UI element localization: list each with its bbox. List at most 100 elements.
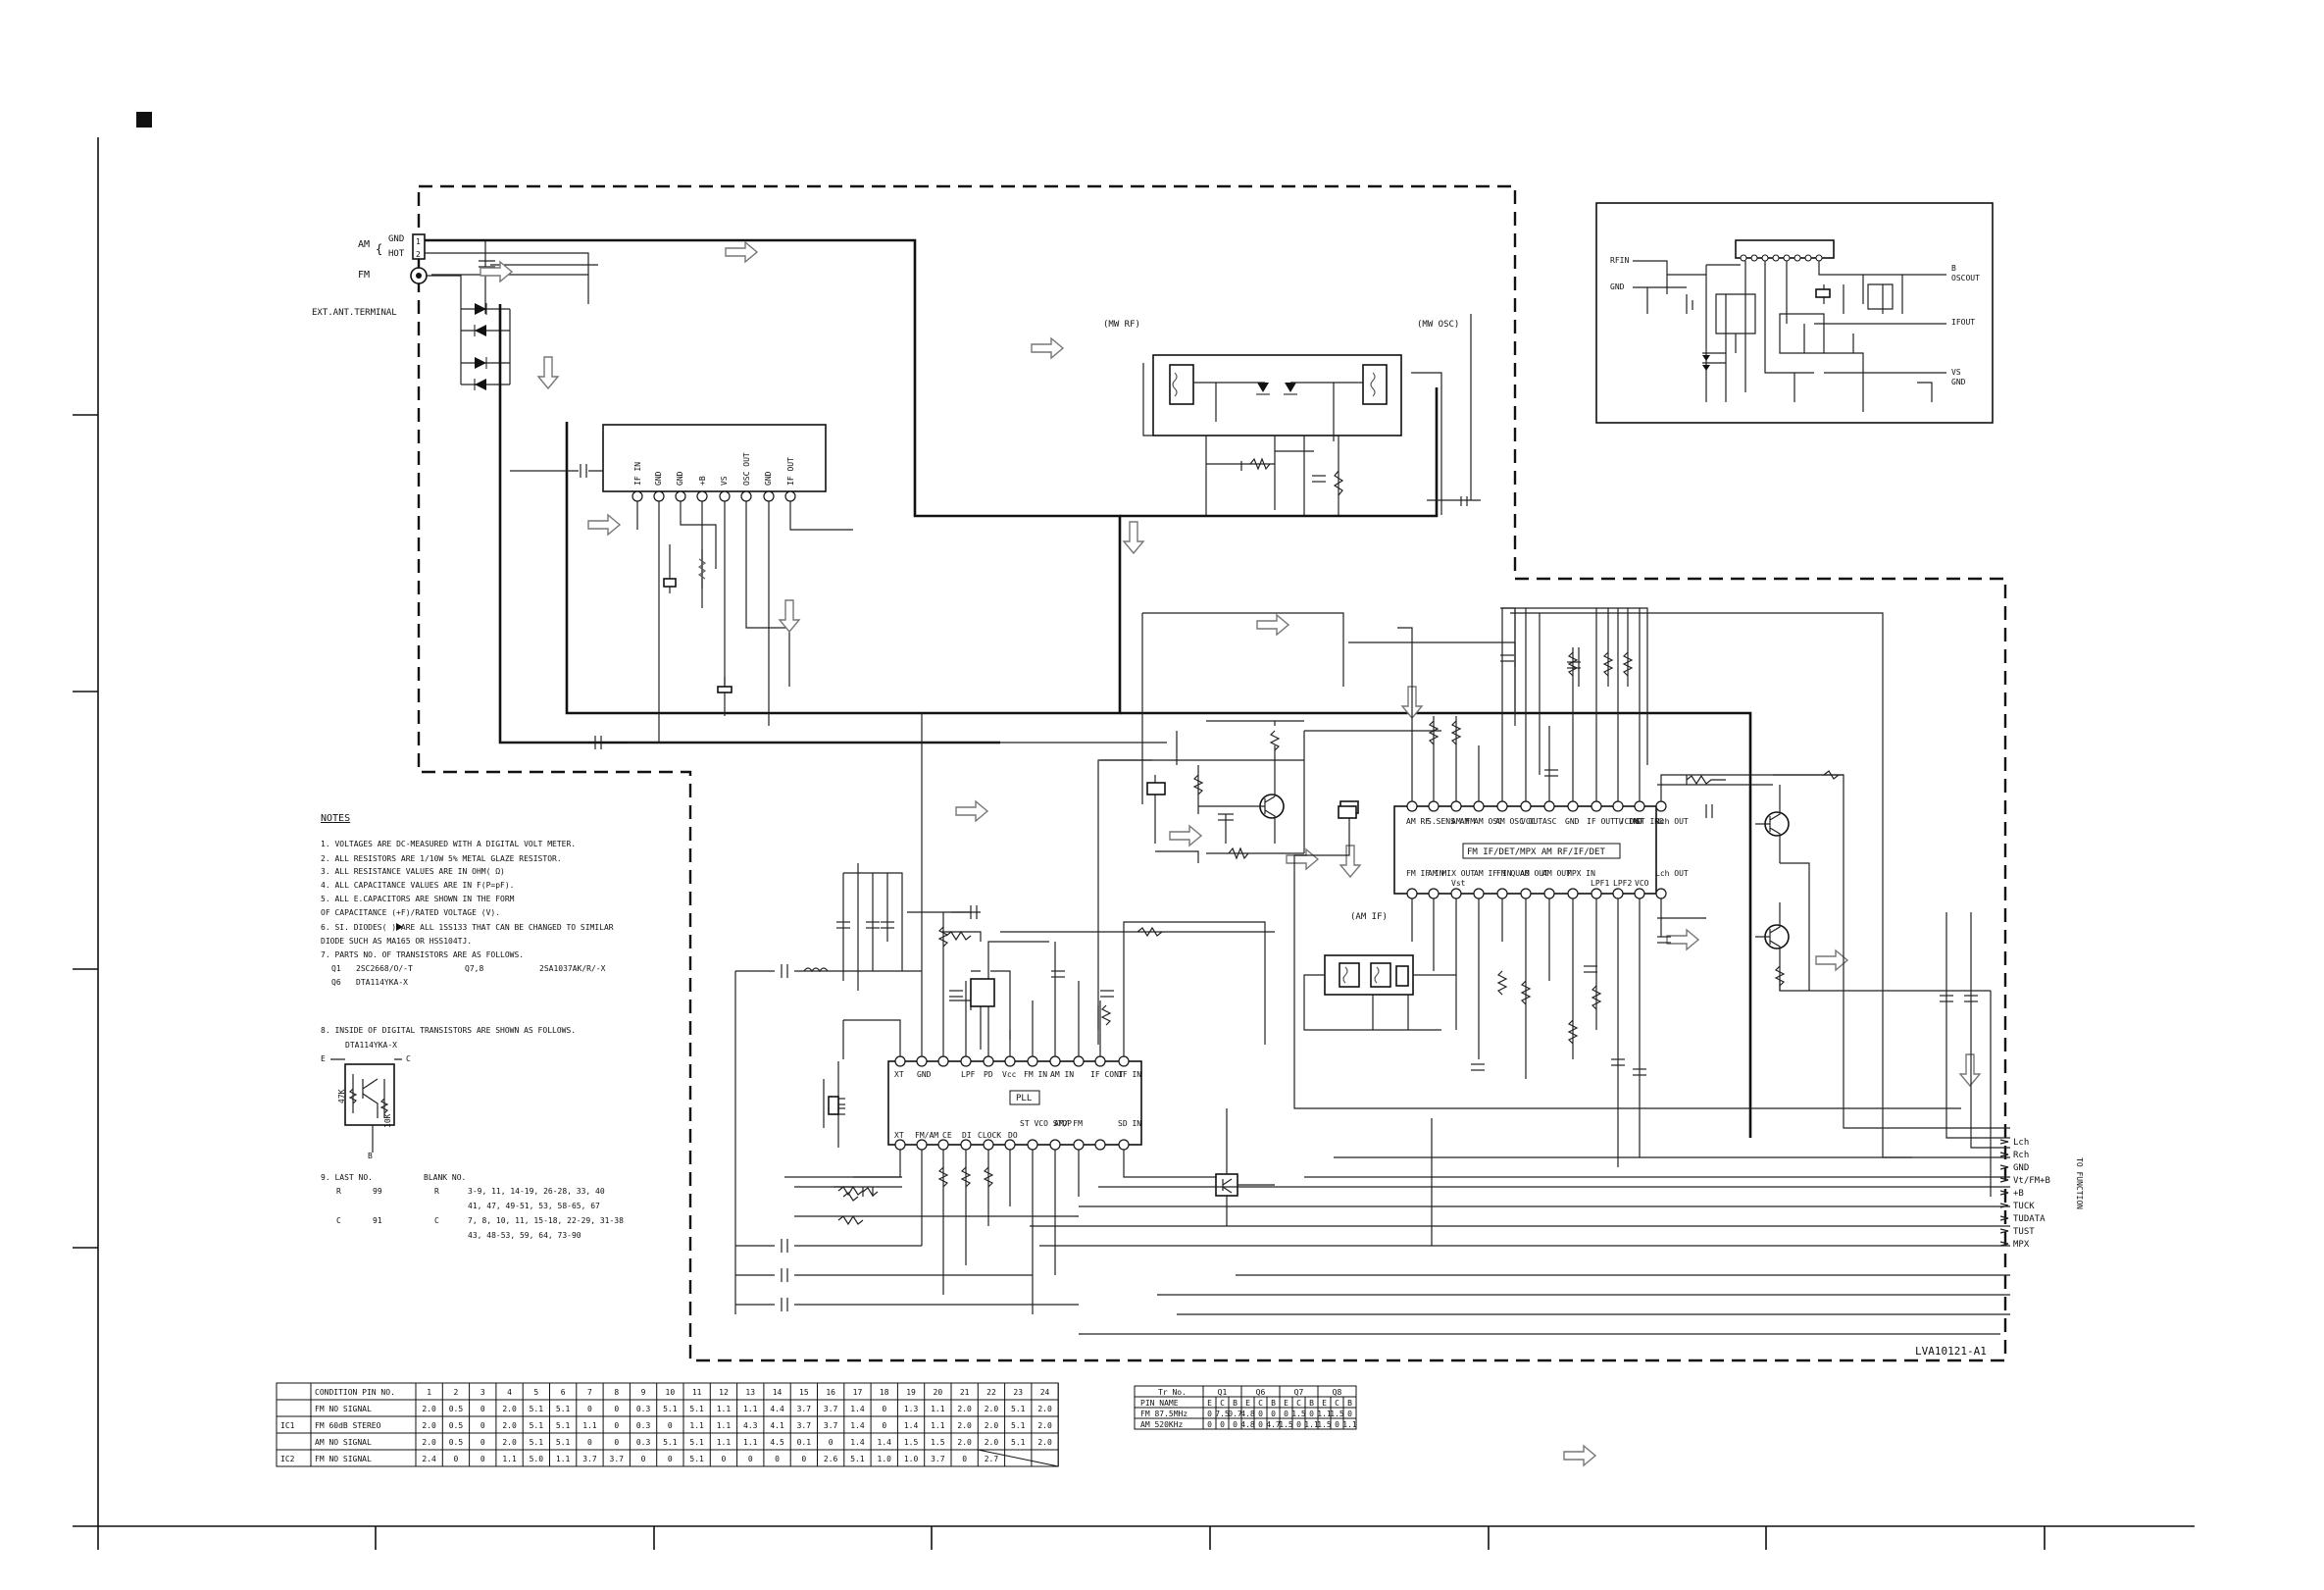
transistor-table-cell: 7.5 xyxy=(1215,1410,1230,1418)
svg-text:41, 47, 49-51, 53, 58-65, 67: 41, 47, 49-51, 53, 58-65, 67 xyxy=(468,1202,600,1210)
fm-label: FM xyxy=(358,270,370,281)
voltage-table-header-cell: 12 xyxy=(719,1388,729,1397)
voltage-table-cell: 1.3 xyxy=(904,1405,919,1413)
transistor-table-cell: 0 xyxy=(1284,1410,1288,1418)
inset-diagram: RFIN GND B OSCOUT IFOUT VS GND xyxy=(1595,202,1994,424)
svg-text:C: C xyxy=(406,1054,411,1063)
transistor-table-pin: C xyxy=(1296,1399,1301,1408)
frame-ticks xyxy=(73,414,2046,1550)
voltage-table-cell: 1.1 xyxy=(743,1438,758,1447)
svg-text:MPX IN: MPX IN xyxy=(1567,869,1595,878)
transistor-table-pin: E xyxy=(1245,1399,1250,1408)
svg-text:6. SI. DIODES( ) ARE ALL 1SS1: 6. SI. DIODES( ) ARE ALL 1SS133 THAT CAN… xyxy=(321,923,614,932)
transistor-table-pin: E xyxy=(1284,1399,1288,1408)
voltage-table-cell: 1.5 xyxy=(931,1438,945,1447)
voltage-table-cell: 1.4 xyxy=(850,1405,865,1413)
voltage-table-cell: 1.0 xyxy=(904,1455,919,1463)
voltage-table-cell: 5.1 xyxy=(556,1421,571,1430)
svg-text:VS: VS xyxy=(720,476,729,486)
voltage-table-header-cell: 22 xyxy=(986,1388,996,1397)
transistor-table-cell: 1.5 xyxy=(1317,1420,1332,1429)
transistor-table-cell: 4.8 xyxy=(1240,1410,1255,1418)
svg-text:OSCOUT: OSCOUT xyxy=(1951,274,1980,282)
svg-text:XT: XT xyxy=(894,1131,904,1140)
transistor-table-cell: 0 xyxy=(1207,1410,1212,1418)
voltage-table-header-cell: CONDITION PIN NO. xyxy=(315,1388,395,1397)
transistor-table-header: Q1 xyxy=(1218,1388,1228,1397)
transistor-table-pin: C xyxy=(1220,1399,1225,1408)
voltage-table-cell: 2.0 xyxy=(1037,1405,1052,1413)
voltage-table-cell: 0.1 xyxy=(797,1438,812,1447)
svg-text:IF IN: IF IN xyxy=(633,462,642,486)
svg-text:2. ALL RESISTORS ARE 1/10W 5%: 2. ALL RESISTORS ARE 1/10W 5% METAL GLAZ… xyxy=(321,854,562,863)
notes-section: NOTES 1. VOLTAGES ARE DC-MEASURED WITH A… xyxy=(321,813,624,1240)
svg-text:FM IF IN: FM IF IN xyxy=(1406,869,1444,878)
svg-text:4. ALL CAPACITANCE VALUES ARE: 4. ALL CAPACITANCE VALUES ARE IN F(P=pF)… xyxy=(321,881,514,890)
svg-text:C: C xyxy=(434,1216,439,1225)
svg-text:CLOCK: CLOCK xyxy=(978,1131,1001,1140)
voltage-table-cell: 2.0 xyxy=(1037,1438,1052,1447)
if-mpx-ic: FM IF/DET/MPX AM RF/IF/DET AM RF S.SENS … xyxy=(1393,607,1844,1118)
svg-text:LPF: LPF xyxy=(961,1070,976,1079)
svg-text:AM RF: AM RF xyxy=(1406,817,1430,826)
voltage-table-header-cell: 7 xyxy=(587,1388,592,1397)
voltage-table-header-cell: 21 xyxy=(960,1388,970,1397)
voltage-table-cell: 2.0 xyxy=(957,1421,972,1430)
svg-text:AM/ FM: AM/ FM xyxy=(1054,1119,1083,1128)
transistor-table-condition: FM 87.5MHz xyxy=(1140,1410,1187,1418)
voltage-table-cell: 5.1 xyxy=(689,1405,704,1413)
voltage-table-cell: 2.0 xyxy=(985,1438,999,1447)
voltage-table-cell: 0 xyxy=(480,1421,485,1430)
svg-text:AM OUT: AM OUT xyxy=(1520,869,1548,878)
svg-text:Lch OUT: Lch OUT xyxy=(1655,869,1689,878)
svg-text:AM MIX OUT: AM MIX OUT xyxy=(1428,869,1475,878)
voltage-table-header-cell: 20 xyxy=(934,1388,943,1397)
svg-text:RFIN: RFIN xyxy=(1610,256,1629,265)
voltage-table-cell: 5.1 xyxy=(1011,1421,1026,1430)
svg-text:PD: PD xyxy=(984,1070,993,1079)
svg-text:C: C xyxy=(336,1216,341,1225)
voltage-table-cell: 2.0 xyxy=(422,1421,436,1430)
svg-text:IFOUT: IFOUT xyxy=(1951,318,1975,327)
voltage-table-cell: 5.1 xyxy=(663,1405,678,1413)
svg-text:IF CONT: IF CONT xyxy=(1090,1070,1124,1079)
svg-text:3. ALL RESISTANCE VALUES ARE I: 3. ALL RESISTANCE VALUES ARE IN OHM( Ω) xyxy=(321,867,505,876)
svg-text:GND: GND xyxy=(654,471,663,486)
transistor-table-header: Q8 xyxy=(1333,1388,1342,1397)
arrow-right-icon xyxy=(1169,824,1203,847)
voltage-table-condition: AM NO SIGNAL xyxy=(315,1438,372,1447)
varicap-diode-icon xyxy=(1256,383,1297,395)
front-end-module: IF IN GND GND +B VS OSC OUT GND IF OUT xyxy=(510,424,853,743)
pll-ic: PLL XT GND LPF PD Vcc FM IN AM IN IF CON… xyxy=(784,713,1266,1314)
transistor-table-cell: 0 xyxy=(1220,1420,1225,1429)
am-if-label: (AM IF) xyxy=(1350,912,1388,922)
voltage-table-cell: 0.5 xyxy=(449,1405,464,1413)
svg-text:DTA114YKA-X: DTA114YKA-X xyxy=(345,1041,397,1050)
diode-icon xyxy=(396,923,403,931)
svg-text:LPF1: LPF1 xyxy=(1591,879,1609,888)
transistor-table-pin-name: PIN NAME xyxy=(1140,1399,1179,1408)
voltage-table-header-cell: 15 xyxy=(799,1388,809,1397)
voltage-table-cell: 1.1 xyxy=(717,1421,732,1430)
svg-text:VCC: VCC xyxy=(1521,817,1536,826)
voltage-table-cell: 4.3 xyxy=(743,1421,758,1430)
voltage-table-cell: 1.4 xyxy=(850,1421,865,1430)
voltage-table-cell: 0 xyxy=(829,1438,834,1447)
svg-text:3-9, 11, 14-19, 26-28, 33, 40: 3-9, 11, 14-19, 26-28, 33, 40 xyxy=(468,1187,605,1196)
transistor-table-pin: C xyxy=(1335,1399,1339,1408)
svg-text:GND: GND xyxy=(1951,378,1966,386)
voltage-table-cell: 5.1 xyxy=(530,1405,544,1413)
transistor-table-cell: 0 xyxy=(1258,1420,1263,1429)
capacitor-icon xyxy=(1471,654,1713,1076)
antenna-terminal: AM { GND HOT 1 2 FM EXT.ANT.TERMINAL xyxy=(312,233,598,390)
transistor-table-cell: 1.1 xyxy=(1304,1420,1319,1429)
voltage-table-cell: 0.3 xyxy=(636,1421,651,1430)
voltage-table-cell: 2.0 xyxy=(957,1438,972,1447)
transistor-table-cell: 1.1 xyxy=(1317,1410,1332,1418)
voltage-table-cell: 1.0 xyxy=(878,1455,892,1463)
transistor-table-pin: C xyxy=(1258,1399,1263,1408)
diode-icon xyxy=(461,303,510,390)
svg-text:Vt/FM+B: Vt/FM+B xyxy=(2013,1176,2050,1186)
voltage-table-cell: 5.1 xyxy=(663,1438,678,1447)
